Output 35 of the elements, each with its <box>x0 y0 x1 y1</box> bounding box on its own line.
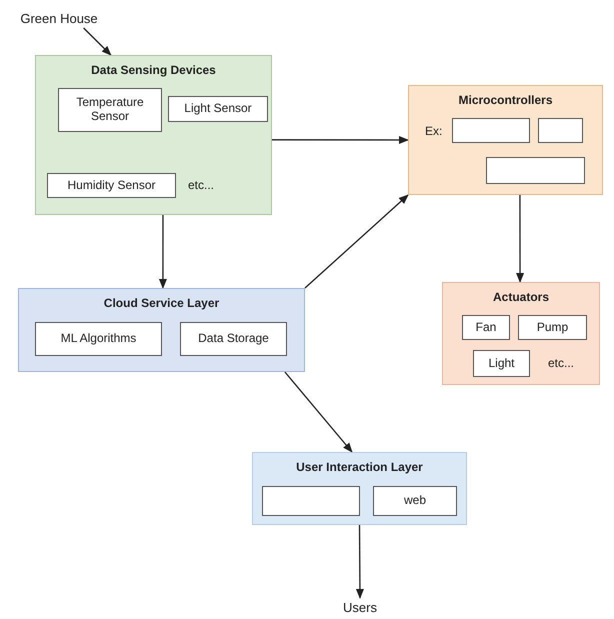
group-title: Actuators <box>492 290 550 304</box>
empty-box <box>538 118 583 143</box>
component-box: Light <box>473 350 530 377</box>
component-box: Data Storage <box>180 322 287 356</box>
component-box: Fan <box>462 315 510 340</box>
arrow <box>272 136 409 144</box>
component-box: Pump <box>518 315 587 340</box>
group-panel <box>18 288 305 372</box>
group-panel <box>442 282 600 385</box>
group-title: Microcontrollers <box>457 93 554 107</box>
arrow <box>284 372 353 453</box>
note-text: etc... <box>548 356 574 370</box>
group-title: User Interaction Layer <box>295 460 424 474</box>
arrow <box>158 215 167 289</box>
arrow <box>356 525 364 599</box>
arrow <box>83 28 112 56</box>
note-text: etc... <box>188 178 214 192</box>
component-box: web <box>373 486 457 516</box>
component-box: ML Algorithms <box>35 322 162 356</box>
node-label: Green House <box>18 8 100 28</box>
group-title: Data Sensing Devices <box>90 63 217 77</box>
group-panel <box>35 55 272 215</box>
empty-box <box>262 486 360 516</box>
node-label: Users <box>338 598 382 616</box>
group-panel <box>252 452 467 525</box>
component-box: Light Sensor <box>168 96 268 122</box>
empty-box <box>486 157 585 184</box>
empty-box <box>452 118 530 143</box>
component-box: Humidity Sensor <box>47 173 176 198</box>
arrow <box>304 194 409 288</box>
arrow <box>516 195 524 283</box>
group-panel <box>408 85 603 195</box>
note-text: Ex: <box>425 124 442 138</box>
group-title: Cloud Service Layer <box>102 296 220 310</box>
component-box: Temperature Sensor <box>58 88 162 132</box>
